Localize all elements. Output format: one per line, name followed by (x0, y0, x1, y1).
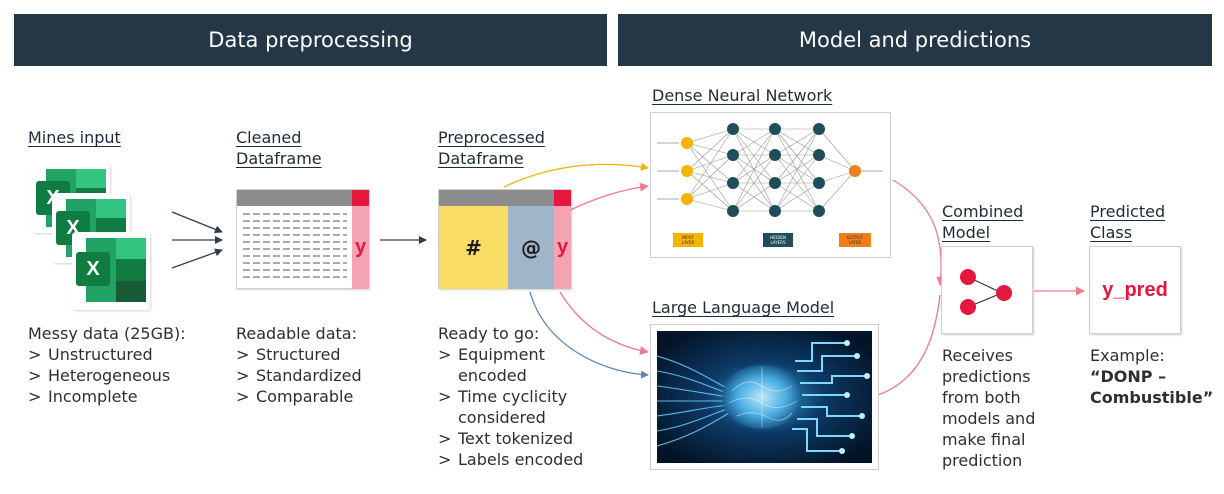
banner-data-preprocessing-label: Data preprocessing (208, 28, 413, 52)
combined-model-box (941, 246, 1033, 334)
at-label: @ (521, 235, 541, 260)
example-value-line2: Combustible” (1090, 388, 1214, 407)
list-item: Unstructured (28, 344, 186, 365)
banner-data-preprocessing: Data preprocessing (14, 14, 607, 66)
arrow-labels-llm (559, 291, 649, 355)
hash-label: # (465, 235, 482, 260)
llm-panel (650, 324, 879, 470)
numeric-features-block: # (439, 206, 508, 289)
graph-nodes-icon (960, 269, 1012, 315)
dnn-title: Dense Neural Network (652, 86, 833, 105)
arrow-labels-dnn (565, 182, 649, 213)
list-item: Standardized (236, 365, 362, 386)
list-item: Heterogeneous (28, 365, 186, 386)
y-pred-label: y_pred (1102, 278, 1168, 301)
mines-heading: Messy data (25GB): (28, 324, 186, 343)
cleaned-heading: Readable data: (236, 324, 357, 343)
banner-model-predictions: Model and predictions (618, 14, 1212, 66)
arrow-excel-cleaned-top (171, 211, 223, 234)
list-item: Comparable (236, 386, 362, 407)
network-edges (657, 128, 883, 212)
list-item: Labels encoded (438, 449, 583, 470)
list-item: Text tokenized (438, 428, 583, 449)
arrow-features-dnn (503, 162, 649, 188)
predicted-description: Example: “DONP – Combustible” (1090, 345, 1213, 408)
example-value-line1: “DONP – (1090, 367, 1167, 386)
label-column: y (352, 206, 369, 289)
combined-description: Receives predictions from both models an… (942, 346, 1036, 470)
predicted-class-title: Predicted Class (1090, 202, 1166, 242)
combined-model-title: Combined Model (942, 202, 1024, 242)
arrow-llm-combined (877, 294, 941, 396)
text-features-block: @ (508, 206, 554, 289)
mines-description: Messy data (25GB): Unstructured Heteroge… (28, 323, 186, 407)
network-nodes (681, 123, 861, 217)
label-column: y (554, 206, 571, 289)
arrow-excel-cleaned-bottom (171, 248, 223, 269)
cleaned-dataframe-title: Cleaned Dataframe (236, 128, 322, 168)
list-item: Incomplete (28, 386, 186, 407)
ai-brain-circuit-image (657, 331, 872, 463)
excel-icon: X (72, 232, 150, 310)
llm-title: Large Language Model (652, 298, 835, 317)
cleaned-description: Readable data: Structured Standardized C… (236, 323, 362, 407)
preprocessed-dataframe-title: Preprocessed Dataframe (438, 128, 545, 168)
table-rows-lines (243, 213, 347, 278)
predicted-class-box: y_pred (1089, 246, 1181, 334)
list-item: Structured (236, 344, 362, 365)
mines-input-title: Mines input (28, 128, 121, 147)
banner-model-predictions-label: Model and predictions (798, 28, 1032, 52)
preprocessed-heading: Ready to go: (438, 324, 540, 343)
example-label: Example: (1090, 346, 1165, 365)
excel-letter: X (76, 252, 110, 286)
y-label: y (354, 236, 367, 258)
y-label: y (556, 236, 569, 258)
cleaned-dataframe-table: y (236, 189, 369, 289)
arrow-dnn-combined (892, 179, 946, 286)
neural-network-diagram (657, 123, 883, 217)
preprocessed-dataframe-table: # @ y (438, 189, 571, 289)
